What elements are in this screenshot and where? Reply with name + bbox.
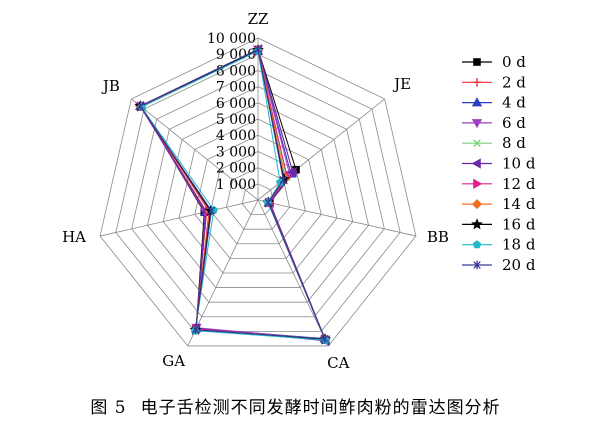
data-series — [134, 44, 331, 347]
legend-item-8d: 8 d — [462, 134, 526, 152]
grid-ring-1 — [241, 183, 275, 215]
axis-labels: ZZ JE BB CA GA HA JB — [62, 10, 449, 372]
legend-marker — [471, 119, 483, 129]
axis-label-je: JE — [392, 75, 411, 93]
tick-label-5: 5 000 — [216, 112, 256, 128]
tick-label-1: 1 000 — [216, 177, 256, 193]
series-line — [139, 48, 326, 340]
legend-marker — [473, 58, 481, 66]
legend-label: 12 d — [502, 175, 536, 193]
legend-label: 4 d — [502, 94, 526, 112]
spoke-jb — [131, 98, 259, 201]
tick-label-8: 8 000 — [216, 63, 256, 79]
data-point-zz — [254, 45, 262, 54]
legend-label: 10 d — [502, 155, 536, 173]
radar-grid — [99, 37, 417, 347]
grid-ring-9 — [115, 53, 401, 332]
series-20d — [136, 45, 329, 343]
axis-label-ca: CA — [327, 354, 349, 372]
legend-label: 6 d — [502, 114, 526, 132]
data-point-ga — [191, 325, 200, 335]
legend-label: 8 d — [502, 134, 526, 152]
axis-label-zz: ZZ — [248, 10, 269, 28]
legend-marker — [472, 78, 482, 87]
legend-item-14d: 14 d — [462, 195, 536, 213]
spoke-bb — [257, 199, 417, 237]
legend-item-18d: 18 d — [462, 236, 536, 254]
legend-item-20d: 20 d — [462, 256, 536, 274]
tick-label-9: 9 000 — [216, 47, 256, 63]
grid-ring-5 — [178, 118, 338, 274]
grid-ring-3 — [210, 150, 306, 245]
data-point-ca — [321, 334, 329, 343]
legend-marker — [471, 97, 483, 107]
axis-label-bb: BB — [427, 228, 449, 246]
legend-label: 16 d — [502, 215, 536, 233]
legend-marker — [471, 158, 481, 169]
grid-ring-6 — [162, 102, 354, 288]
grid-ring-8 — [131, 69, 385, 318]
legend-item-12d: 12 d — [462, 175, 536, 193]
caption-text: 电子舌检测不同发酵时间鲊肉粉的雷达图分析 — [140, 398, 501, 418]
data-point-je — [279, 175, 288, 185]
tick-label-2: 2 000 — [216, 161, 256, 177]
legend-marker — [471, 199, 483, 210]
legend-item-4d: 4 d — [462, 94, 526, 112]
legend-item-0d: 0 d — [462, 53, 526, 71]
figure-label: 图 5 — [90, 398, 127, 418]
legend-label: 0 d — [502, 53, 526, 71]
legend-marker — [473, 178, 483, 189]
spoke-ga — [187, 199, 259, 347]
tick-label-4: 4 000 — [216, 128, 256, 144]
legend-marker — [471, 218, 483, 230]
legend-item-2d: 2 d — [462, 73, 526, 91]
axis-label-jb: JB — [101, 77, 120, 95]
legend-marker — [473, 139, 481, 147]
data-point-bb — [264, 198, 273, 207]
figure-caption: 图 5 电子舌检测不同发酵时间鲊肉粉的雷达图分析 — [0, 393, 591, 418]
grid-ring-4 — [194, 134, 322, 259]
legend-label: 20 d — [502, 256, 536, 274]
tick-label-7: 7 000 — [216, 80, 256, 96]
legend-marker — [472, 240, 482, 249]
data-point-ha — [207, 206, 216, 215]
legend-label: 14 d — [502, 195, 536, 213]
spoke-ca — [257, 199, 329, 347]
legend-label: 2 d — [502, 73, 526, 91]
tick-label-6: 6 000 — [216, 96, 256, 112]
legend-marker — [473, 260, 481, 270]
legend-item-10d: 10 d — [462, 155, 536, 173]
legend-item-16d: 16 d — [462, 215, 536, 233]
axis-label-ga: GA — [162, 352, 185, 370]
spoke-ha — [99, 199, 259, 237]
legend-label: 18 d — [502, 236, 536, 254]
legend: 0 d 2 d 4 d 6 d 8 d 10 d 12 d 14 d 16 d 18 d 20 d — [462, 53, 536, 274]
data-point-je — [287, 167, 297, 178]
tick-label-3: 3 000 — [216, 144, 256, 160]
grid-ring-10 — [99, 37, 417, 347]
legend-item-6d: 6 d — [462, 114, 526, 132]
tick-label-10: 10 000 — [207, 31, 256, 47]
data-point-jb — [136, 101, 144, 111]
axis-label-ha: HA — [62, 228, 86, 246]
